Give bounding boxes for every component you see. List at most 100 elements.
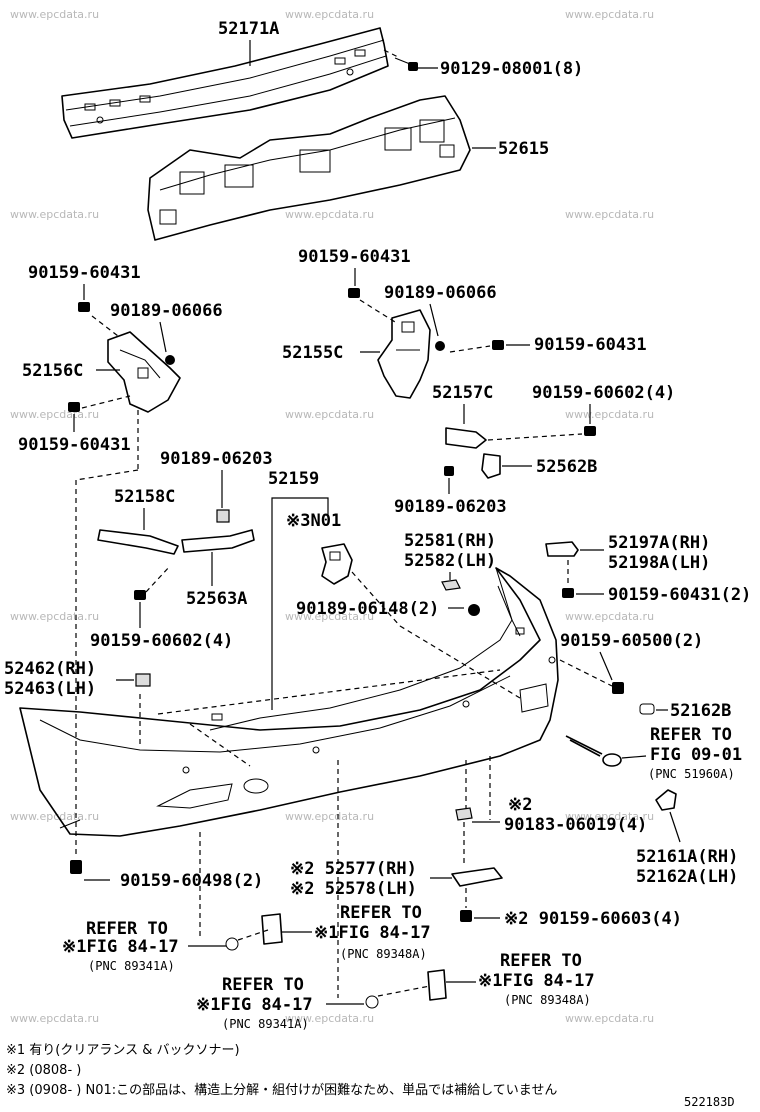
sensor-retainer-drawing: [427, 969, 447, 1001]
label-52162B: 52162B: [670, 701, 731, 721]
svg-text:www.epcdata.ru: www.epcdata.ru: [285, 1012, 374, 1025]
cover-52161A-drawing: [655, 789, 677, 811]
bolt-icon: [78, 302, 90, 312]
label-52161A: 52161A(RH): [636, 847, 738, 867]
nut-icon: [435, 341, 445, 351]
svg-text:www.epcdata.ru: www.epcdata.ru: [285, 810, 374, 823]
label-90159-60431-a: 90159-60431: [28, 263, 141, 283]
retainer-52197A-drawing: [545, 541, 579, 557]
refer-d-pnc: (PNC 89341A): [222, 1017, 309, 1031]
bolt-icon: [562, 588, 574, 598]
svg-text:www.epcdata.ru: www.epcdata.ru: [10, 810, 99, 823]
label-52162A: 52162A(LH): [636, 867, 738, 887]
label-52198A: 52198A(LH): [608, 553, 710, 573]
svg-text:www.epcdata.ru: www.epcdata.ru: [10, 408, 99, 421]
refer-0901-pnc: (PNC 51960A): [648, 767, 735, 781]
label-90189-06066-b: 90189-06066: [384, 283, 497, 303]
label-52462: 52462(RH): [4, 659, 96, 679]
refer-a-title: REFER TO: [86, 919, 168, 939]
label-52159: 52159: [268, 469, 319, 489]
label-52582: 52582(LH): [404, 551, 496, 571]
refer-a-pnc: (PNC 89341A): [88, 959, 175, 973]
label-90159-60431-c: 90159-60431: [298, 247, 411, 267]
label-52155C: 52155C: [282, 343, 343, 363]
svg-text:www.epcdata.ru: www.epcdata.ru: [10, 208, 99, 221]
label-52615: 52615: [498, 139, 549, 159]
label-N01: ※3N01: [286, 511, 341, 531]
label-52157C: 52157C: [432, 383, 493, 403]
refer-c-title: REFER TO: [500, 951, 582, 971]
bracket-52562B-drawing: [481, 453, 501, 479]
refer-d-link[interactable]: ※1FIG 84-17: [196, 995, 313, 1015]
label-52581: 52581(RH): [404, 531, 496, 551]
bolt-icon: [584, 426, 596, 436]
pad-icon: [135, 673, 151, 687]
refer-c-link[interactable]: ※1FIG 84-17: [478, 971, 595, 991]
svg-text:www.epcdata.ru: www.epcdata.ru: [285, 8, 374, 21]
sensor-retainer-drawing: [261, 913, 283, 945]
diagram-id: 522183D: [684, 1095, 735, 1109]
label-90159-60500: 90159-60500(2): [560, 631, 703, 651]
label-90159-60431-e: 90159-60431(2): [608, 585, 751, 605]
label-52463: 52463(LH): [4, 679, 96, 699]
watermarks: www.epcdata.ru www.epcdata.ru www.epcdat…: [10, 8, 654, 1025]
svg-text:www.epcdata.ru: www.epcdata.ru: [10, 8, 99, 21]
nut-icon: [468, 604, 480, 616]
svg-text:www.epcdata.ru: www.epcdata.ru: [285, 610, 374, 623]
svg-text:www.epcdata.ru: www.epcdata.ru: [565, 810, 654, 823]
svg-text:www.epcdata.ru: www.epcdata.ru: [285, 408, 374, 421]
label-90189-06203-a: 90189-06203: [394, 497, 507, 517]
refer-a-link[interactable]: ※1FIG 84-17: [62, 937, 179, 957]
label-90159-60431-d: 90159-60431: [534, 335, 647, 355]
retainer-52155C-drawing: [377, 309, 431, 399]
svg-text:www.epcdata.ru: www.epcdata.ru: [565, 610, 654, 623]
bolt-icon: [134, 590, 146, 600]
cap-icon: [639, 703, 655, 715]
refer-0901-link[interactable]: FIG 09-01: [650, 745, 742, 765]
bolt-icon: [460, 910, 472, 922]
refer-b-pnc: (PNC 89348A): [340, 947, 427, 961]
label-52197A: 52197A(RH): [608, 533, 710, 553]
sensor-icon: [365, 995, 379, 1009]
footnote-2: ※2 (0808- ): [6, 1063, 81, 1078]
retainer-52157C-drawing: [445, 427, 487, 449]
footnote-3: ※3 (0908- ) N01:この部品は、構造上分解・組付けが困難なため、単品…: [6, 1082, 557, 1098]
label-90189-06066-a: 90189-06066: [110, 301, 223, 321]
label-90183-06019: 90183-06019(4): [504, 815, 647, 835]
retainer-52156C-drawing: [107, 331, 181, 413]
svg-text:www.epcdata.ru: www.epcdata.ru: [565, 1012, 654, 1025]
svg-text:www.epcdata.ru: www.epcdata.ru: [565, 208, 654, 221]
svg-text:www.epcdata.ru: www.epcdata.ru: [285, 208, 374, 221]
clip-icon: [455, 807, 473, 821]
clip-icon: [444, 466, 454, 476]
sensor-bracket-N01-drawing: [321, 543, 353, 585]
label-90159-60498: 90159-60498(2): [120, 871, 263, 891]
spacer-icon: [441, 579, 461, 591]
bolt-icon: [492, 340, 504, 350]
label-52578: ※2 52578(LH): [290, 879, 417, 899]
label-52577: ※2 52577(RH): [290, 859, 417, 879]
label-90159-60602-a: 90159-60602(4): [532, 383, 675, 403]
refer-b-link[interactable]: ※1FIG 84-17: [314, 923, 431, 943]
label-90129-08001: 90129-08001(8): [440, 59, 583, 79]
label-90189-06203-b: 90189-06203: [160, 449, 273, 469]
retainer-52577-drawing: [451, 867, 503, 887]
label-52563A: 52563A: [186, 589, 247, 609]
footnote-1: ※1 有り(クリアランス & バックソナー): [6, 1043, 240, 1058]
bolt-icon: [70, 860, 82, 874]
bumper-cover-drawing: [19, 567, 559, 837]
label-90159-60603: ※2 90159-60603(4): [504, 909, 682, 929]
bolt-90129-icon: [394, 57, 418, 71]
label-90189-06148: 90189-06148(2): [296, 599, 439, 619]
label-52156C: 52156C: [22, 361, 83, 381]
nut-icon: [165, 355, 175, 365]
label-52158C: 52158C: [114, 487, 175, 507]
retainer-52158C-drawing: [97, 529, 255, 555]
refer-d-title: REFER TO: [222, 975, 304, 995]
leader-52159: [271, 497, 329, 710]
label-90159-60602-b: 90159-60602(4): [90, 631, 233, 651]
bolt-icon: [348, 288, 360, 298]
clip-icon: [216, 509, 230, 523]
bolt-icon: [612, 682, 624, 694]
